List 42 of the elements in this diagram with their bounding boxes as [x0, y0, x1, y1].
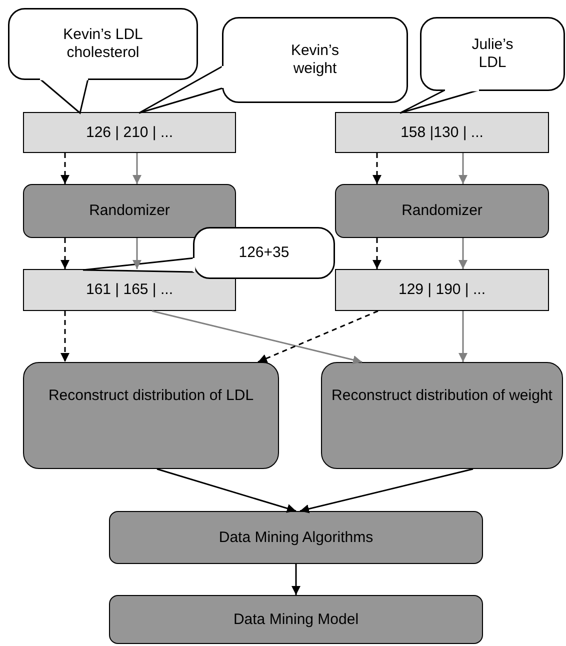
- node-label: 126+35: [238, 244, 290, 262]
- arrow: [300, 468, 474, 514]
- node-label: 129 | 190 | ...: [398, 281, 486, 299]
- arrow: [372, 153, 382, 184]
- arrow: [152, 310, 362, 364]
- arrow: [458, 153, 468, 184]
- arrow: [292, 564, 300, 595]
- arrow: [60, 311, 70, 362]
- callout-bubble: [83, 227, 335, 279]
- node-label: 158 |130 | ...: [400, 124, 484, 142]
- arrow: [372, 238, 382, 269]
- arrow: [60, 153, 70, 184]
- arrow: [132, 153, 142, 184]
- arrow: [156, 468, 296, 513]
- node-label: Randomizer: [402, 202, 482, 220]
- process-box: [23, 184, 236, 238]
- arrow: [258, 310, 378, 363]
- node-label: Kevin’s weight: [290, 42, 340, 78]
- arrow: [458, 311, 468, 362]
- node-label: Randomizer: [89, 202, 170, 220]
- arrow: [132, 238, 142, 269]
- data-record-box: [335, 269, 549, 311]
- node-label: Julie’s LDL: [470, 36, 514, 72]
- node-label: Kevin’s LDL cholesterol: [62, 26, 144, 62]
- node-label: Reconstruct distribution of LDL: [48, 387, 254, 405]
- process-box: [109, 595, 483, 644]
- node-label: 161 | 165 | ...: [86, 281, 174, 299]
- node-label: Data Mining Algorithms: [218, 528, 374, 546]
- process-box: [109, 511, 483, 564]
- callout-bubble: [8, 8, 198, 113]
- node-label: Reconstruct distribution of weight: [332, 387, 552, 405]
- data-record-box: [335, 112, 549, 153]
- data-record-box: [23, 269, 236, 311]
- node-label: 126 | 210 | ...: [86, 124, 174, 142]
- process-box: [23, 362, 279, 469]
- arrow: [60, 238, 70, 269]
- arrow: [458, 238, 468, 269]
- process-box: [335, 184, 549, 238]
- process-box: [321, 362, 563, 469]
- callout-bubble: [400, 17, 565, 113]
- data-record-box: [23, 112, 236, 153]
- node-label: Data Mining Model: [233, 610, 359, 628]
